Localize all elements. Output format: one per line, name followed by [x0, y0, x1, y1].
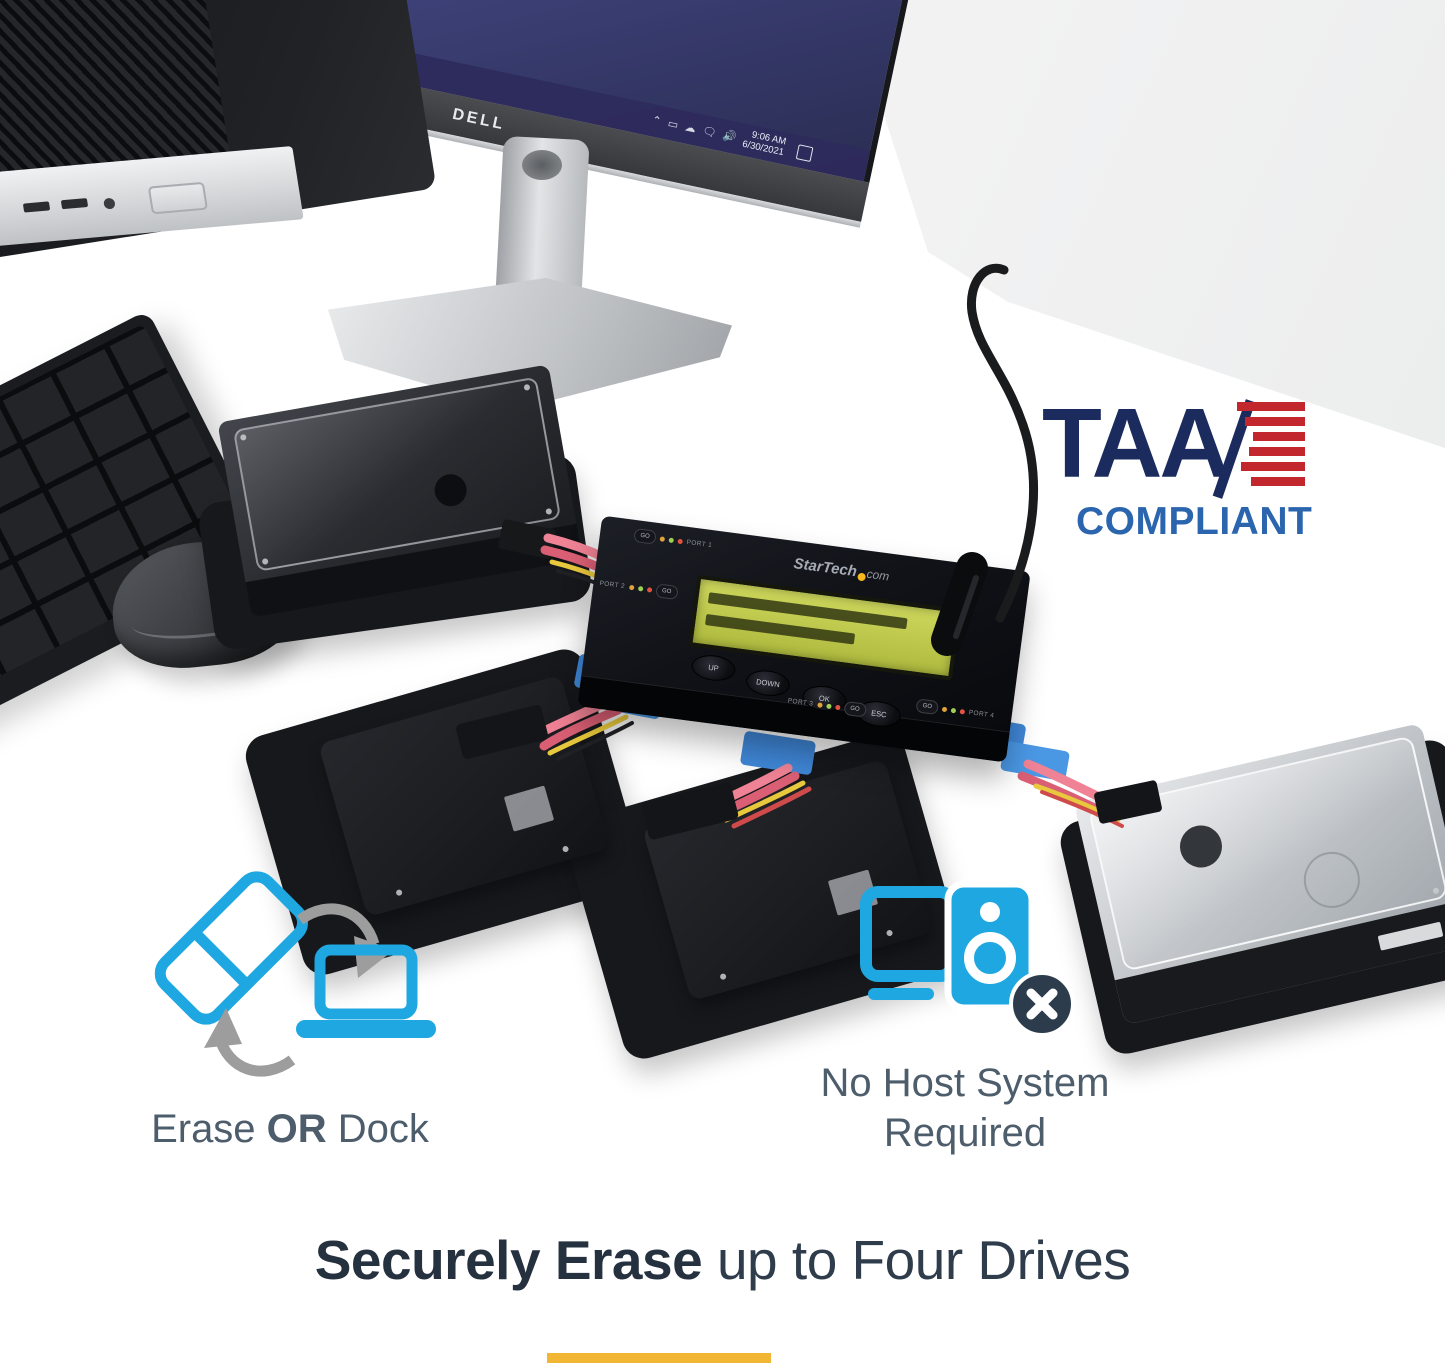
rotate-ccw-arrow-icon	[204, 1008, 296, 1077]
sata-connector-blue	[740, 731, 816, 775]
ssd-adapter	[641, 782, 739, 840]
rotate-cw-arrow-icon	[296, 903, 394, 978]
headline-light: up to Four Drives	[702, 1229, 1131, 1291]
taa-subtitle: COMPLIANT	[1076, 500, 1313, 543]
caption-post: Dock	[326, 1107, 429, 1151]
caption-line2: Required	[883, 1111, 1047, 1155]
headline: Securely Erase up to Four Drives	[0, 1228, 1445, 1292]
taa-flag-icon	[1212, 399, 1306, 499]
caption-line1: No Host System	[820, 1061, 1110, 1105]
power-wire	[547, 714, 629, 756]
ferrite-bead	[931, 552, 988, 656]
taa-title: TAA	[1042, 388, 1230, 498]
drive-tower-icon	[944, 880, 1036, 1012]
sata-connector-black	[1094, 780, 1162, 824]
power-wire	[1040, 790, 1124, 828]
monitor-stand-cable-hole	[522, 150, 562, 180]
ferrite-bead-highlight	[953, 575, 979, 639]
headline-bold: Securely Erase	[314, 1229, 703, 1291]
power-wire	[556, 721, 634, 761]
caption-bold: OR	[266, 1107, 327, 1151]
x-badge-icon	[1009, 971, 1075, 1037]
sata-cable	[539, 705, 623, 751]
taa-compliant-badge: TAA COMPLIANT	[1042, 388, 1352, 544]
gold-accent-bar	[547, 1353, 771, 1363]
ssd-adapter	[456, 704, 548, 760]
monitor-icon	[860, 886, 958, 1000]
no-host-caption: No Host System Required	[765, 1058, 1165, 1158]
power-wire	[731, 786, 812, 829]
eraser-icon	[154, 871, 309, 1025]
caption-pre: Erase	[151, 1107, 267, 1151]
erase-or-dock-caption: Erase OR Dock	[90, 1104, 490, 1154]
power-cable	[966, 263, 1038, 623]
laptop-icon	[296, 944, 436, 1038]
